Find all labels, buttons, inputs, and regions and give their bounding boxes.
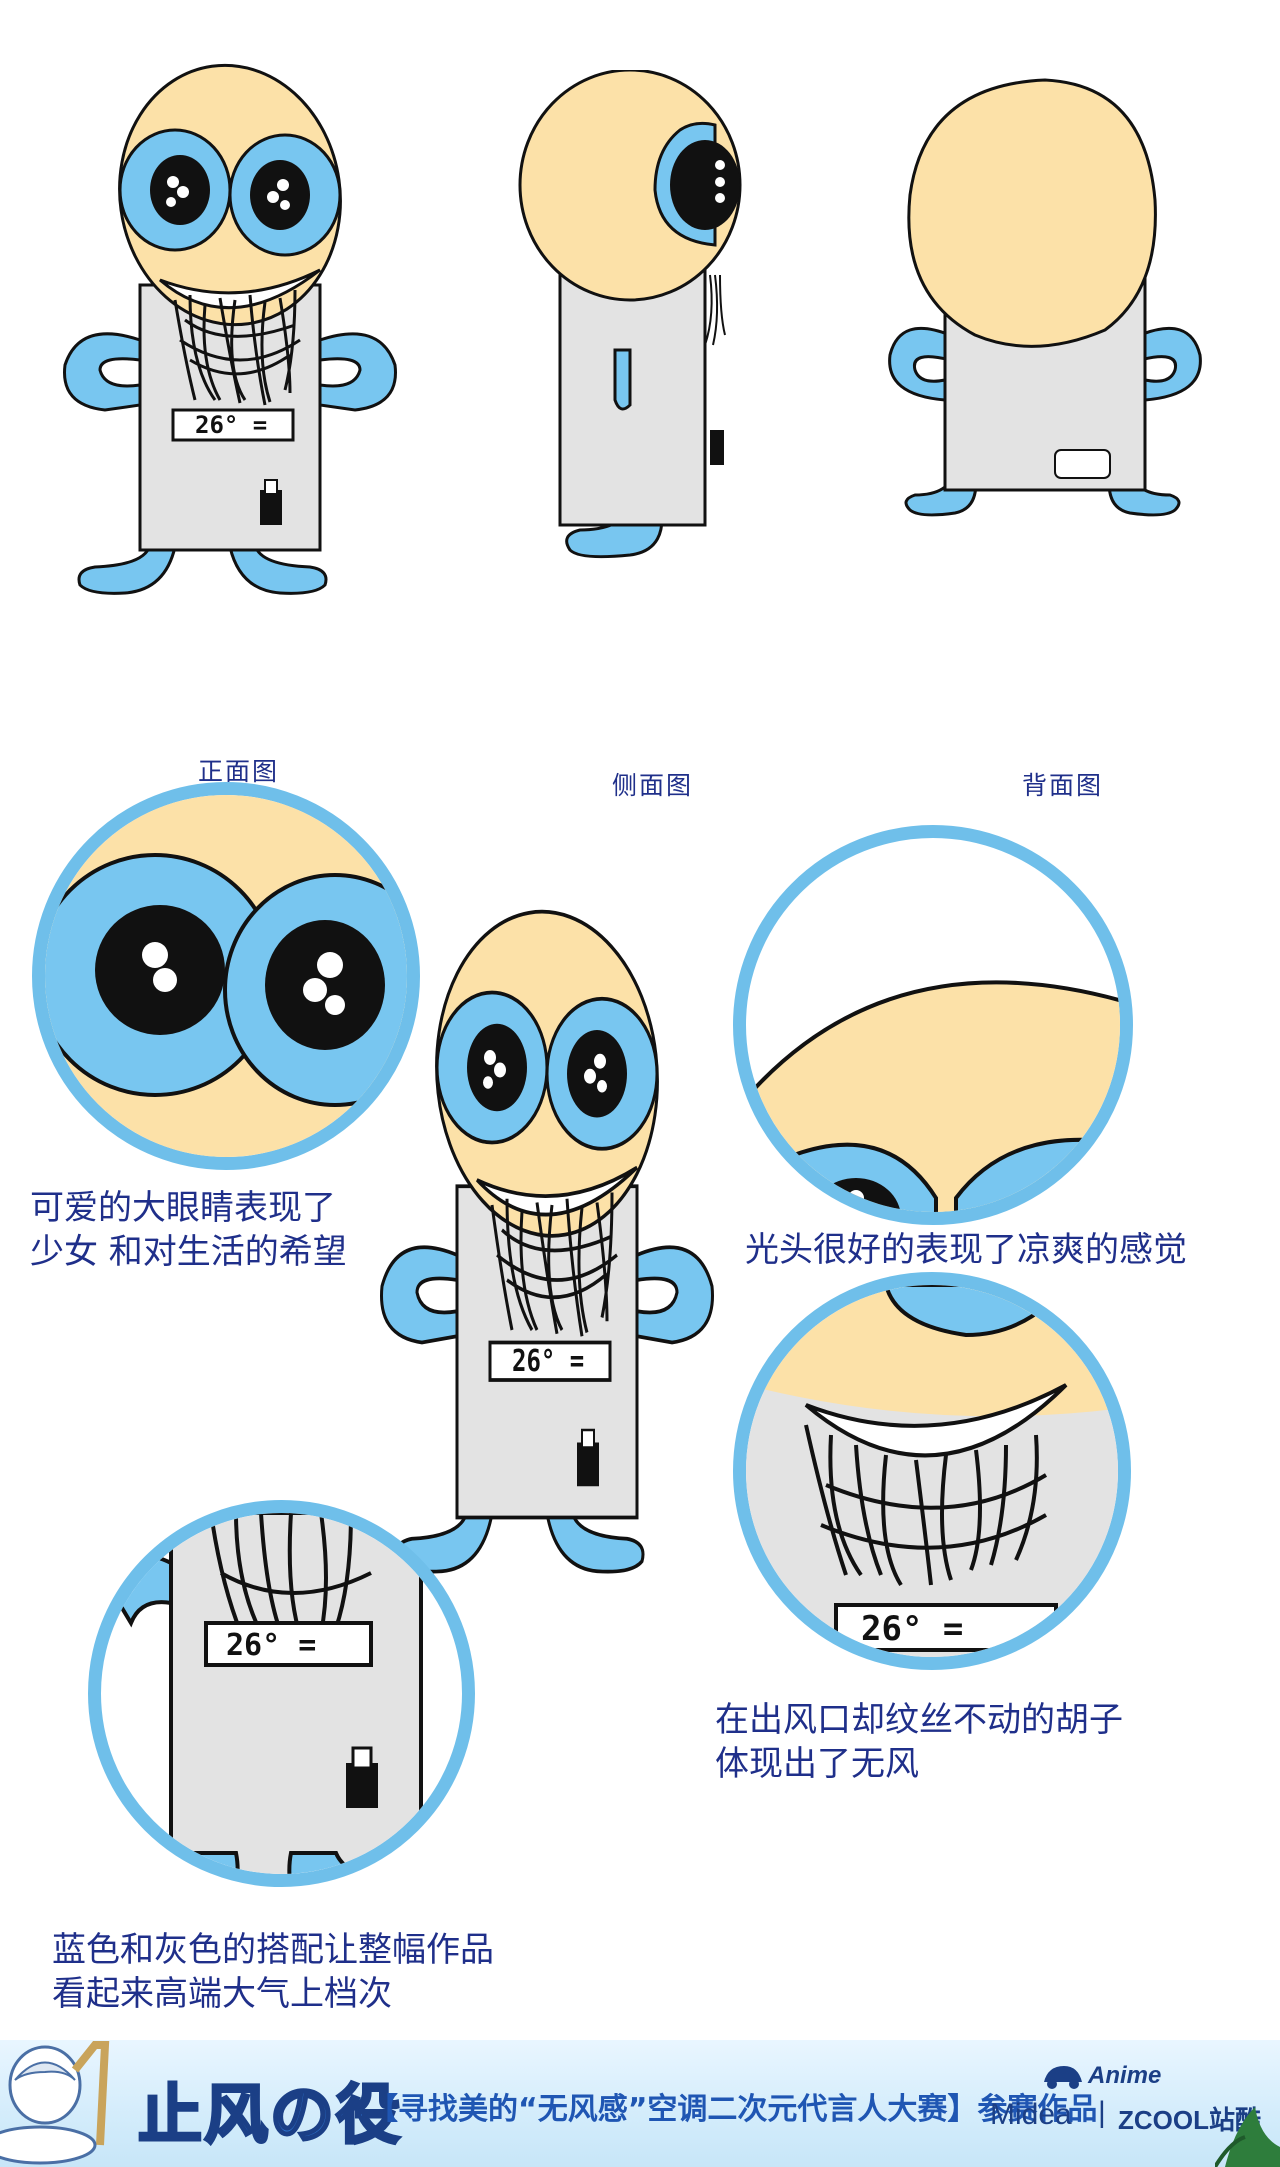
plant-decoration-icon	[1215, 2107, 1280, 2167]
beard-caption-line2: 体现出了无风	[715, 1744, 919, 1784]
brand-midea: Midea	[990, 2098, 1072, 2131]
contest-logo: 止风の役	[137, 2078, 402, 2155]
head-caption: 光头很好的表现了凉爽的感觉	[745, 1230, 1187, 1270]
anime-car-icon	[1044, 2066, 1082, 2089]
color-caption: 蓝色和灰色的搭配让整幅作品 看起来高端大气上档次	[52, 1928, 494, 2016]
brand-divider: |	[1098, 2096, 1106, 2129]
front-view-label: 正面图	[198, 757, 280, 786]
contest-title: 【寻找美的“无风感”空调二次元代言人大赛】参赛作品	[368, 2092, 1098, 2127]
eyes-caption-line1: 可爱的大眼睛表现了	[30, 1188, 336, 1228]
footer-banner: 止风の役 【寻找美的“无风感”空调二次元代言人大赛】参赛作品 Anime Mid…	[0, 2040, 1280, 2167]
side-view-drawing	[518, 70, 742, 559]
girl-mascot-icon	[0, 2041, 110, 2165]
eyes-caption: 可爱的大眼睛表现了 少女 和对生活的希望	[30, 1186, 347, 1274]
back-view-drawing	[888, 78, 1202, 517]
color-caption-line2: 看起来高端大气上档次	[52, 1974, 392, 2014]
body-zoom-circle: 26° =	[88, 1500, 475, 1887]
eyes-caption-line2: 少女 和对生活的希望	[30, 1232, 347, 1272]
color-caption-line1: 蓝色和灰色的搭配让整幅作品	[52, 1930, 494, 1970]
front-view-drawing: 26° =	[63, 49, 397, 595]
beard-caption-line1: 在出风口却纹丝不动的胡子	[715, 1700, 1123, 1740]
center-panel-temp: 26° =	[512, 1345, 584, 1379]
center-character-drawing: 26° =	[379, 891, 715, 1574]
eyes-zoom-circle	[32, 782, 420, 1170]
beard-caption: 在出风口却纹丝不动的胡子 体现出了无风	[715, 1698, 1123, 1786]
body-panel-temp: 26° =	[226, 1628, 316, 1663]
back-view-label: 背面图	[1022, 771, 1104, 800]
beard-zoom-circle: 26° =	[733, 1272, 1131, 1670]
head-zoom-circle	[733, 825, 1133, 1225]
front-panel-temp: 26° =	[195, 411, 267, 439]
brand-anime: Anime	[1088, 2062, 1162, 2089]
side-view-label: 侧面图	[612, 771, 694, 800]
brand-zcool: ZCOOL站酷	[1118, 2105, 1261, 2135]
beard-panel-temp: 26° =	[861, 1609, 963, 1649]
